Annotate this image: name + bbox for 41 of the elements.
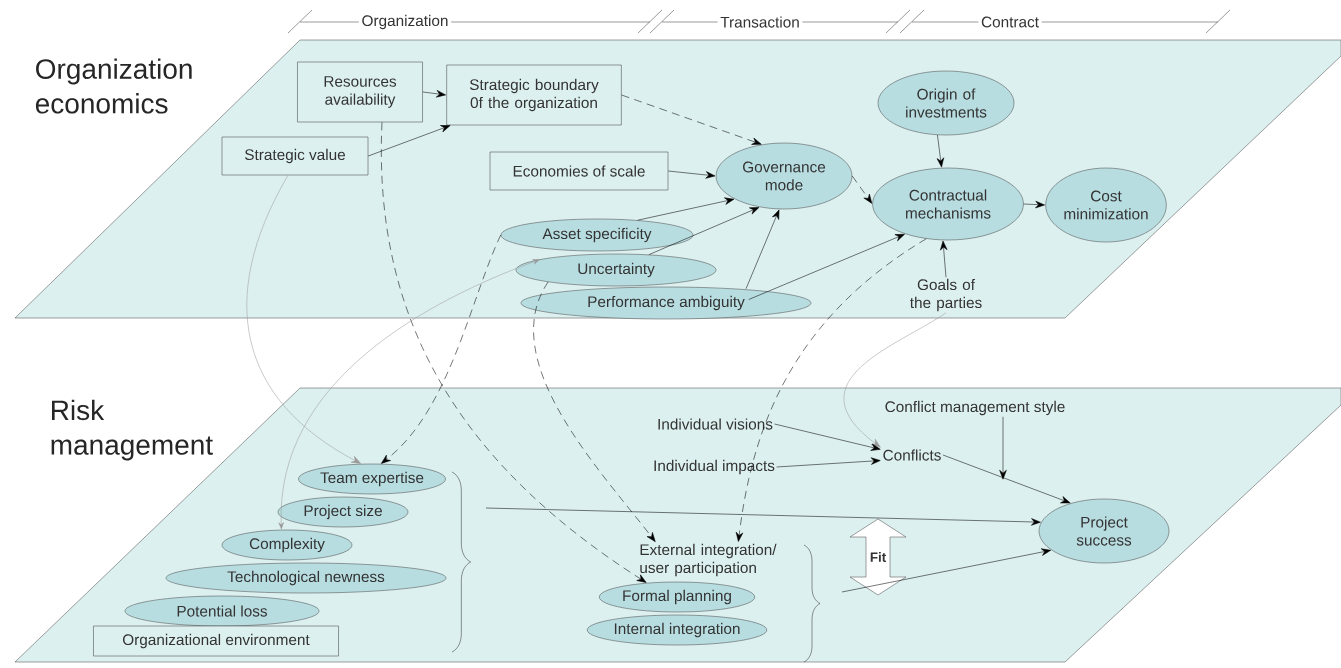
arrow bbox=[942, 454, 1071, 504]
curved-arrow bbox=[843, 312, 947, 448]
curved-arrow bbox=[246, 175, 362, 464]
section-label: Organization bbox=[358, 12, 452, 32]
factor-label: Conflicts bbox=[883, 449, 941, 461]
factor-label: Goals of the parties bbox=[910, 278, 982, 312]
dashed-arrow bbox=[621, 94, 762, 145]
arrow bbox=[774, 423, 881, 451]
factor-label: External integration/ user participation bbox=[640, 543, 777, 577]
dashed-arrow bbox=[381, 234, 501, 464]
curved-arrow bbox=[278, 259, 540, 530]
arrow bbox=[936, 134, 945, 168]
arrow bbox=[1023, 200, 1045, 209]
factor-box: Economies of scale bbox=[489, 151, 669, 191]
factor-box: Organizational environment bbox=[93, 625, 339, 657]
factor-label: Individual impacts bbox=[654, 459, 775, 475]
arrow bbox=[748, 233, 905, 300]
factor-label: Individual visions bbox=[658, 418, 773, 430]
dashed-arrow bbox=[852, 175, 873, 204]
arrow bbox=[648, 207, 760, 255]
arrow bbox=[637, 197, 735, 221]
factor-box: Strategic value bbox=[221, 136, 369, 176]
arrow bbox=[841, 548, 1051, 593]
dashed-arrow bbox=[735, 238, 927, 542]
arrow bbox=[940, 240, 948, 278]
layer-title: Organization economics bbox=[35, 58, 192, 114]
arrow bbox=[776, 457, 881, 468]
arrow bbox=[999, 416, 1007, 480]
dashed-arrow bbox=[381, 122, 647, 583]
factor-box: Strategic boundary 0f the organization bbox=[446, 64, 622, 126]
factor-box: Resources availability bbox=[297, 61, 423, 123]
arrow bbox=[368, 125, 451, 157]
arrow bbox=[745, 209, 780, 289]
layer-title: Risk management bbox=[51, 399, 213, 461]
factor-label: Conflict management style bbox=[885, 400, 1065, 416]
dashed-arrow bbox=[533, 281, 656, 542]
section-label: Transaction bbox=[717, 13, 803, 31]
arrow bbox=[668, 170, 716, 179]
arrow bbox=[485, 507, 1041, 526]
arrow bbox=[422, 90, 446, 98]
section-label: Contract bbox=[978, 13, 1042, 31]
